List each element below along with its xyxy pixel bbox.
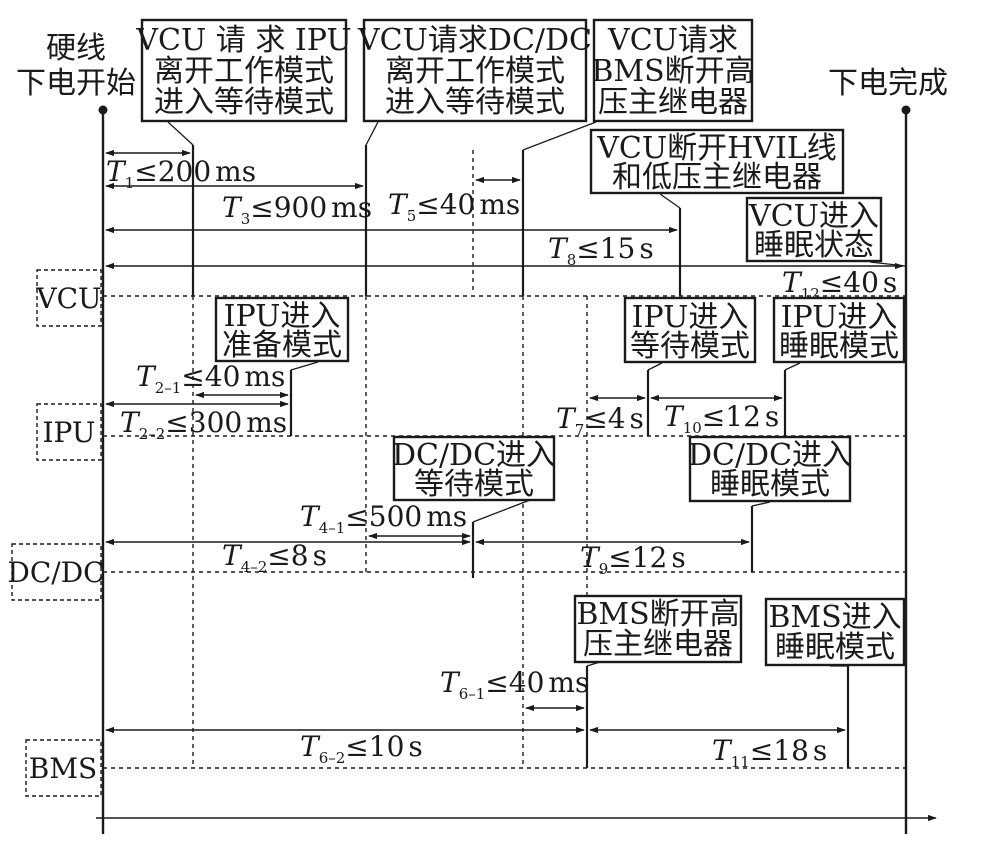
leader-vcu-bms-request bbox=[522, 121, 597, 151]
event-ipu-sleep-line1: IPU进入 bbox=[781, 300, 898, 335]
end-label: 下电完成 bbox=[828, 66, 948, 101]
event-box-bms-open bbox=[573, 594, 743, 664]
event-box-vcu-ipu-request bbox=[140, 18, 348, 123]
leader-dcdc-sleep bbox=[751, 501, 771, 507]
event-vcu-dcdc-request-line2: 离开工作模式 bbox=[385, 54, 565, 89]
event-markers bbox=[191, 145, 850, 768]
vcu-lane-box bbox=[36, 269, 102, 327]
leader-vcu-ipu-request bbox=[167, 121, 194, 146]
event-vcu-bms-request-line2: BMS断开高 bbox=[591, 54, 754, 89]
event-boxes bbox=[140, 18, 906, 667]
main-axes bbox=[96, 105, 937, 834]
event-ipu-wait-line1: IPU进入 bbox=[632, 300, 749, 335]
dcdc-lane-label: DC/DC bbox=[7, 556, 104, 589]
event-box-ipu-wait bbox=[623, 296, 757, 364]
header-labels: 硬线 下电开始 下电完成 bbox=[16, 31, 948, 101]
leader-dcdc-wait bbox=[472, 499, 531, 523]
dcdc-lane-box bbox=[11, 543, 102, 601]
event-box-vcu-dcdc-request bbox=[362, 18, 588, 123]
start-label-line2: 下电开始 bbox=[16, 66, 136, 101]
bms-lane-box bbox=[25, 739, 102, 797]
event-texts: VCU 请 求 IPU 离开工作模式 进入等待模式 VCU请求DC/DC 离开工… bbox=[135, 23, 901, 665]
ipu-lane-label: IPU bbox=[42, 416, 95, 449]
event-bms-open-line2: 压主继电器 bbox=[583, 627, 733, 662]
event-box-dcdc-sleep bbox=[688, 435, 852, 503]
leader-ipu-sleep bbox=[784, 362, 801, 371]
end-time-dot bbox=[901, 105, 911, 115]
event-box-vcu-sleep bbox=[745, 196, 883, 263]
event-box-ipu-ready bbox=[214, 296, 350, 363]
bms-lane-label: BMS bbox=[29, 752, 97, 785]
leader-ipu-ready bbox=[290, 361, 319, 371]
start-label-line1: 硬线 bbox=[46, 31, 106, 66]
event-vcu-ipu-request-line1: VCU 请 求 IPU bbox=[135, 23, 351, 58]
event-bms-sleep-line1: BMS进入 bbox=[768, 600, 901, 635]
leader-ipu-wait bbox=[647, 362, 663, 371]
event-vcu-dcdc-request-line3: 进入等待模式 bbox=[385, 85, 565, 120]
event-dcdc-wait-line2: 等待模式 bbox=[414, 467, 534, 502]
event-vcu-bms-request-line3: 压主继电器 bbox=[598, 85, 748, 120]
event-ipu-ready-line2: 准备模式 bbox=[222, 328, 342, 363]
event-vcu-sleep-line2: 睡眠状态 bbox=[754, 228, 874, 263]
vcu-lane-label: VCU bbox=[35, 282, 101, 315]
event-vcu-sleep-line1: VCU进入 bbox=[748, 199, 879, 234]
event-dcdc-wait-line1: DC/DC进入 bbox=[392, 438, 556, 473]
event-ipu-wait-line2: 等待模式 bbox=[630, 329, 750, 364]
lane-labels: VCU IPU DC/DC BMS bbox=[7, 269, 105, 797]
event-vcu-hvil-line2: 和低压主继电器 bbox=[612, 160, 822, 195]
event-dcdc-sleep-line1: DC/DC进入 bbox=[688, 438, 852, 473]
event-box-vcu-hvil bbox=[589, 128, 845, 195]
event-ipu-ready-line1: IPU进入 bbox=[224, 299, 341, 334]
leader-vcu-dcdc-request bbox=[365, 121, 379, 146]
leader-vcu-hvil bbox=[659, 193, 681, 209]
event-box-ipu-sleep bbox=[772, 296, 906, 364]
event-vcu-hvil-line1: VCU断开HVIL线 bbox=[596, 131, 837, 166]
event-dcdc-sleep-line2: 睡眠模式 bbox=[710, 467, 830, 502]
event-vcu-dcdc-request-line1: VCU请求DC/DC bbox=[357, 23, 592, 58]
event-vcu-ipu-request-line2: 离开工作模式 bbox=[154, 54, 334, 89]
event-box-bms-sleep bbox=[764, 597, 906, 667]
event-box-vcu-bms-request bbox=[592, 18, 754, 123]
event-ipu-sleep-line2: 睡眠模式 bbox=[779, 329, 899, 364]
event-vcu-ipu-request-line3: 进入等待模式 bbox=[154, 85, 334, 120]
event-vcu-bms-request-line1: VCU请求 bbox=[607, 23, 738, 58]
ipu-lane-box bbox=[36, 403, 102, 461]
event-bms-open-line1: BMS断开高 bbox=[576, 597, 739, 632]
event-box-dcdc-wait bbox=[392, 435, 556, 502]
event-bms-sleep-line2: 睡眠模式 bbox=[775, 630, 895, 665]
start-time-dot bbox=[98, 105, 108, 115]
timing-arrows bbox=[105, 149, 904, 734]
